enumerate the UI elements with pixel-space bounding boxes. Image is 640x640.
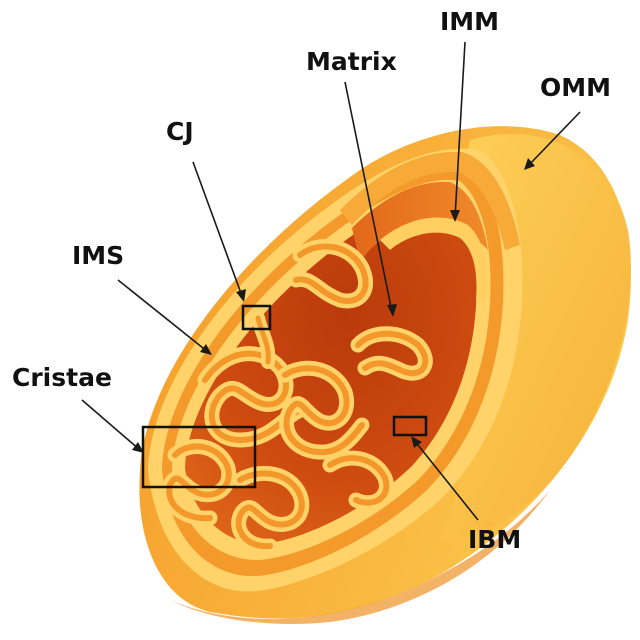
cristae-arrowhead bbox=[132, 442, 144, 453]
label-cristae: Cristae bbox=[12, 363, 112, 392]
label-cj: CJ bbox=[166, 117, 194, 146]
ims-pointer bbox=[117, 279, 209, 353]
label-matrix: Matrix bbox=[306, 47, 397, 76]
cristae-folds bbox=[161, 238, 433, 554]
ibm-highlight-box bbox=[392, 415, 428, 437]
matrix-arrowhead bbox=[387, 304, 397, 317]
omm-pointer bbox=[527, 111, 581, 167]
label-imm: IMM bbox=[440, 7, 499, 36]
cj-highlight-box bbox=[241, 304, 272, 331]
label-pointers bbox=[81, 41, 581, 521]
label-omm: OMM bbox=[540, 73, 611, 102]
ibm-arrowhead bbox=[411, 436, 422, 448]
cj-pointer bbox=[192, 161, 243, 297]
cristae-pointer bbox=[81, 399, 141, 451]
imm-pointer bbox=[454, 41, 466, 219]
label-ibm: IBM bbox=[468, 525, 521, 554]
omm-arrowhead bbox=[524, 158, 535, 170]
ibm-pointer bbox=[413, 439, 479, 521]
matrix-pointer bbox=[344, 81, 393, 313]
imm-arrowhead bbox=[450, 210, 460, 222]
ims-arrowhead bbox=[200, 344, 212, 355]
label-ims: IMS bbox=[72, 241, 124, 270]
cj-arrowhead bbox=[236, 289, 246, 302]
cristae-highlight-box bbox=[141, 425, 257, 489]
